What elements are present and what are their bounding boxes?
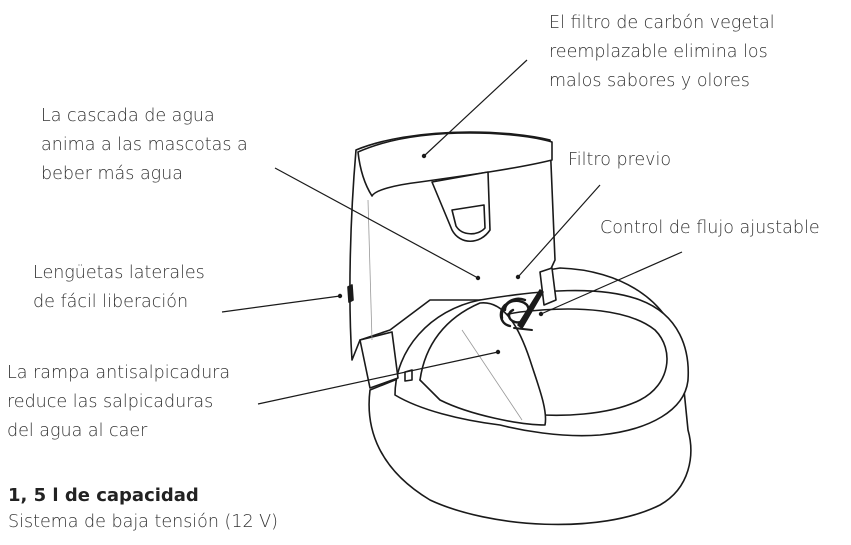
leader-carbon-filter [423,59,528,157]
fountain-body [349,131,556,361]
leader-prefilter [517,184,601,278]
callout-waterfall-line: La cascada de agua [41,106,215,126]
body-lower-left [359,331,399,389]
dot-waterfall [475,275,481,281]
callout-ramp-line: del agua al caer [7,421,148,441]
callout-flow-control: Control de flujo ajustable [600,214,820,243]
leader-side-tabs [221,295,341,313]
dot-prefilter [515,274,521,280]
capacity-heading: 1, 5 l de capacidad [8,485,199,506]
callout-ramp-line: La rampa antisalpicadura [7,363,231,383]
leader-ramp [257,351,499,405]
callout-ramp-line: reduce las salpicaduras [7,392,214,412]
side-tab [347,284,354,303]
voltage-text: Sistema de baja tensión (12 V) [8,512,278,532]
callout-flow-control-line: Control de flujo ajustable [600,218,820,238]
top-lid [357,132,553,197]
flow-control-lever [517,289,544,329]
callout-carbon-filter-line: El filtro de carbón vegetal [549,13,775,33]
dot-side-tabs [337,293,343,299]
spout-inner [451,204,486,235]
callout-side-tabs-line: de fácil liberación [33,292,189,312]
callout-carbon-filter: El filtro de carbón vegetal reemplazable… [549,9,775,96]
callout-side-tabs: Lengüetas laterales de fácil liberación [33,259,205,317]
dot-carbon-filter [421,153,427,159]
callout-side-tabs-line: Lengüetas laterales [33,263,205,283]
dot-flow-control [538,311,544,317]
callout-waterfall-line: beber más agua [41,164,183,184]
callout-waterfall: La cascada de agua anima a las mascotas … [41,102,248,189]
splash-ramp [419,302,547,426]
callout-prefilter: Filtro previo [568,146,671,175]
callout-ramp: La rampa antisalpicadura reduce las salp… [7,359,230,446]
callout-prefilter-line: Filtro previo [568,150,672,170]
leader-waterfall [274,167,479,279]
dot-ramp [495,349,501,355]
callout-waterfall-line: anima a las mascotas a [41,135,248,155]
callout-carbon-filter-line: reemplazable elimina los [549,42,768,62]
leader-flow-control [540,251,683,315]
callout-carbon-filter-line: malos sabores y olores [549,71,750,91]
